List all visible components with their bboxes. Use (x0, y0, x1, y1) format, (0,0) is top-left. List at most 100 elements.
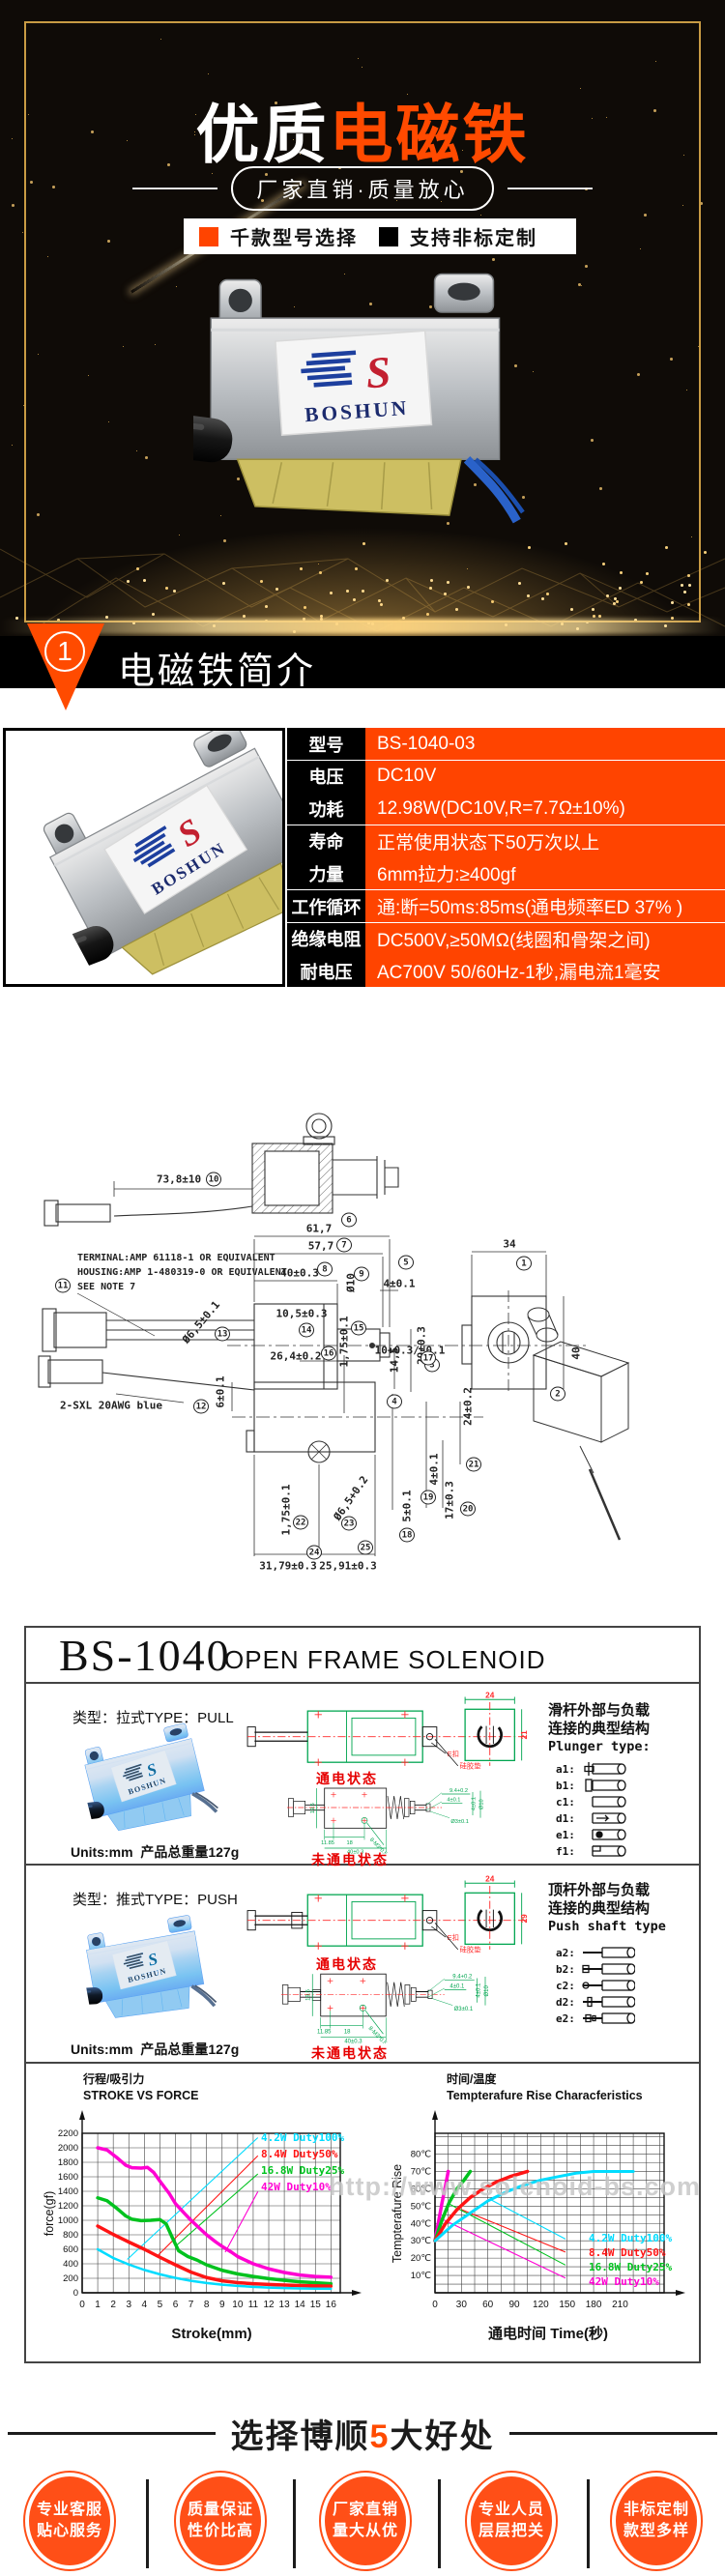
balloon-21: 21 (466, 1458, 481, 1472)
hero-subtitle: 厂家直销·质量放心 (231, 166, 493, 211)
wire-label: 2-SXL 20AWG blue (60, 1400, 162, 1412)
svg-text:18: 18 (347, 1840, 353, 1846)
svg-text:24: 24 (485, 1875, 495, 1883)
balloon-25: 25 (358, 1541, 373, 1555)
svg-text:Tempterafure Rise Characferist: Tempterafure Rise Characferistics (447, 2089, 643, 2102)
type-item-glyph (581, 1962, 635, 1977)
svg-text:STROKE VS FORCE: STROKE VS FORCE (83, 2089, 198, 2102)
plunger-type-list: a1:b1:c1:d1:e1:f1: (556, 1761, 701, 1860)
svg-text:150: 150 (559, 2300, 575, 2310)
spec-label: 电压 (287, 761, 365, 793)
svg-text:7: 7 (188, 2300, 194, 2310)
svg-text:800: 800 (63, 2230, 78, 2241)
balloon-4: 4 (387, 1395, 402, 1409)
type-item-label: f1: (556, 1845, 581, 1858)
type-item-d1: d1: (556, 1810, 701, 1827)
spec-row-4: 寿命正常使用状态下50万次以上 (287, 825, 725, 857)
svg-text:Ø10: Ø10 (479, 1799, 485, 1809)
benefits-section: 选择博顺5大好处 专业客服贴心服务质量保证性价比高厂家直销量大从优专业人员层层把… (0, 2363, 725, 2576)
svg-text:2200: 2200 (58, 2128, 78, 2139)
svg-text:50℃: 50℃ (411, 2201, 432, 2212)
title-line-right (509, 2432, 717, 2435)
dimension-label: 6±0.1 (215, 1375, 227, 1407)
section-band (0, 636, 725, 688)
drawing-note: TERMINAL:AMP 61118-1 OR EQUIVALENT (77, 1253, 276, 1263)
type-item-c2: c2: (556, 1978, 701, 1994)
type-item-b1: b1: (556, 1778, 701, 1794)
benefit-line2: 层层把关 (478, 2521, 544, 2542)
type-item-glyph (581, 1779, 635, 1793)
push-type-row: 类型：推式TYPE：PUSH Units:mm 产品总重量127g E扣硅胶垫2… (26, 1866, 699, 2064)
spec-label: 功耗 (287, 793, 365, 825)
benefit-line1: 非标定制 (624, 2500, 689, 2521)
badge-bar: 千款型号选择 支持非标定制 (184, 218, 576, 254)
push-type-label: 类型：推式TYPE：PUSH (72, 1889, 238, 1909)
push-right-heading: 顶杆外部与负载 连接的典型结构 Push shaft type (548, 1881, 701, 1936)
svg-text:30: 30 (456, 2300, 468, 2310)
benefit-line1: 质量保证 (188, 2500, 253, 2521)
type-item-label: a1: (556, 1763, 581, 1776)
type-item-label: d1: (556, 1812, 581, 1825)
spec-row-8: 耐电压AC700V 50/60Hz-1秒,漏电流1毫安 (287, 955, 725, 987)
spec-table: 型号BS-1040-03电压DC10V功耗12.98W(DC10V,R=7.7Ω… (287, 728, 725, 987)
balloon-13: 13 (215, 1327, 230, 1342)
spec-row-1: 型号BS-1040-03 (287, 728, 725, 760)
dimension-label: 31,79±0.3 (259, 1560, 317, 1573)
dimension-label: 5±0.1 (401, 1490, 414, 1521)
svg-text:21: 21 (520, 1730, 529, 1740)
benefit-circle-text: 非标定制款型多样 (616, 2476, 697, 2565)
svg-text:120: 120 (533, 2300, 549, 2310)
datasheet-model: BS-1040 (59, 1630, 231, 1681)
engineering-drawing: 73,8±1061,757,740±0.3Ø104±0.1344029±0.31… (0, 1015, 725, 1595)
charts-row: 行程/吸引力STROKE VS FORCE0123456789101112131… (26, 2064, 699, 2363)
push-product-photo (72, 1910, 228, 2040)
dimension-label: 17±0.3 (444, 1481, 456, 1520)
hero-subtitle-row: 厂家直销·质量放心 (0, 166, 725, 211)
balloon-2: 2 (550, 1387, 566, 1402)
svg-text:80℃: 80℃ (411, 2150, 432, 2160)
pull-product-photo (69, 1717, 230, 1854)
push-head1: 顶杆外部与负载 (548, 1881, 701, 1899)
hero-banner: 优质电磁铁 厂家直销·质量放心 千款型号选择 支持非标定制 (0, 0, 725, 636)
svg-text:Stroke(mm): Stroke(mm) (171, 2326, 251, 2342)
benefit-circle-3: 厂家直销量大从优 (319, 2471, 412, 2571)
benefit-line1: 专业客服 (37, 2500, 102, 2521)
svg-text:1000: 1000 (58, 2215, 78, 2226)
type-item-label: b2: (556, 1963, 581, 1976)
spec-value: DC500V,≥50MΩ(线圈和骨架之间) (365, 923, 725, 955)
type-item-label: a2: (556, 1947, 581, 1959)
spec-value: 通:断=50ms:85ms(通电频率ED 37% ) (365, 890, 725, 922)
push-head2: 连接的典型结构 (548, 1899, 701, 1918)
push-deenergized-diagram: 8-M3*0.519.511.851840±0.39.4+0.24±0.14±0… (234, 1970, 553, 2043)
benefit-circle-text: 质量保证性价比高 (180, 2476, 261, 2565)
svg-text:400: 400 (63, 2259, 78, 2270)
spec-row-7: 绝缘电阻DC500V,≥50MΩ(线圈和骨架之间) (287, 923, 725, 955)
benefit-line1: 厂家直销 (333, 2500, 398, 2521)
pull-units-text: Units:mm (71, 1844, 133, 1860)
pull-head3: Plunger type: (548, 1738, 701, 1756)
drawing-note: SEE NOTE 7 (77, 1282, 135, 1292)
svg-text:1800: 1800 (58, 2157, 78, 2168)
stroke-vs-force-chart: 行程/吸引力STROKE VS FORCE0123456789101112131… (26, 2064, 364, 2363)
push-state-off: 未通电状态 (311, 2043, 389, 2063)
svg-text:10℃: 10℃ (411, 2271, 432, 2281)
benefits-t3: 大好处 (390, 2418, 494, 2455)
svg-text:硅胶垫: 硅胶垫 (460, 1762, 482, 1771)
svg-text:4±0.1: 4±0.1 (447, 1797, 460, 1803)
spec-label: 力量 (287, 857, 365, 889)
benefit-circle-text: 专业人员层层把关 (471, 2476, 552, 2565)
balloon-14: 14 (299, 1323, 314, 1338)
dimension-label: 73,8±10 (157, 1173, 201, 1186)
svg-text:30℃: 30℃ (411, 2236, 432, 2246)
badge-1: 千款型号选择 (230, 222, 358, 250)
balloon-9: 9 (354, 1267, 369, 1282)
push-shaft-type-list: a2:b2:c2:d2:e2: (556, 1945, 701, 2027)
svg-text:12: 12 (263, 2300, 275, 2310)
svg-text:40℃: 40℃ (411, 2218, 432, 2229)
svg-text:E扣: E扣 (448, 1933, 459, 1942)
spec-value: 正常使用状态下50万次以上 (365, 825, 725, 857)
svg-text:14: 14 (295, 2300, 306, 2310)
balloon-7: 7 (336, 1238, 352, 1253)
svg-text:0: 0 (73, 2288, 78, 2299)
